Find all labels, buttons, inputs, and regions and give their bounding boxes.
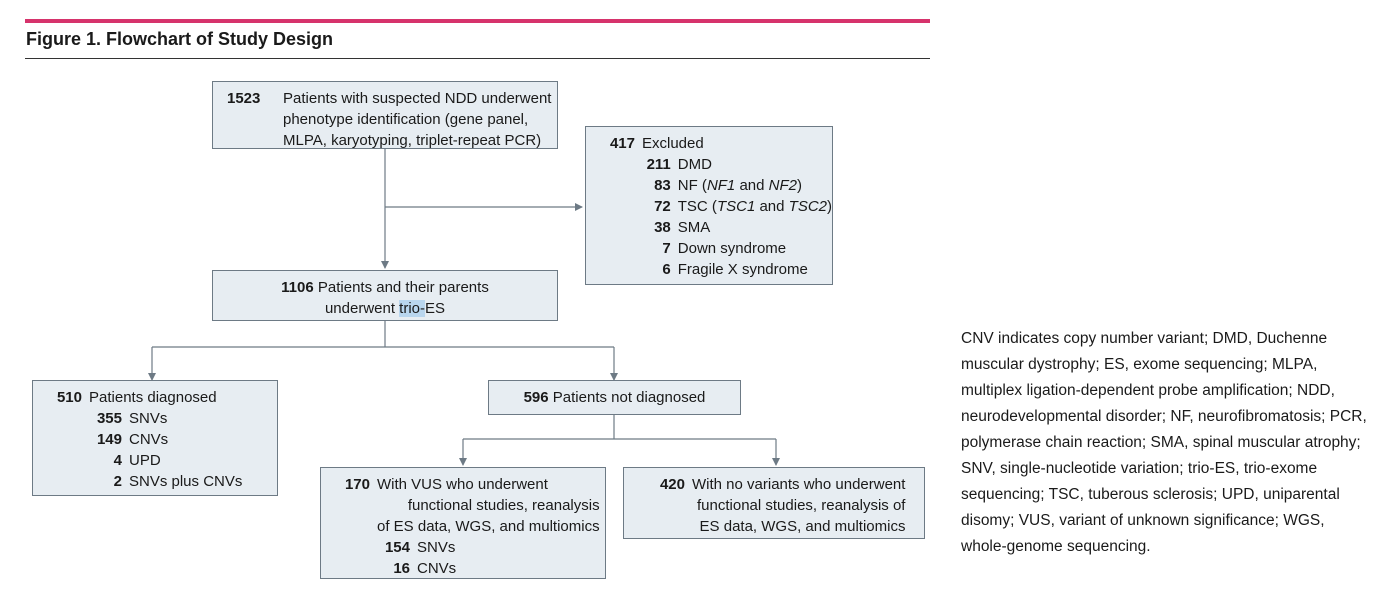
box-suspected-ndd: 1523 Patients with suspected NDD underwe… — [212, 81, 558, 149]
box-text-line: 596 Patients not diagnosed — [523, 389, 706, 406]
count: 596 — [523, 389, 549, 406]
box-patients-not-diagnosed: 596 Patients not diagnosed — [488, 380, 741, 415]
count: 417 — [609, 135, 635, 152]
title-rule — [25, 58, 930, 59]
box-text-line: phenotype identification (gene panel, — [283, 111, 529, 128]
box-with-vus: 170 With VUS who underwent functional st… — [320, 467, 606, 579]
diagnosed-item-snvs: SNVs — [129, 410, 168, 427]
box-excluded: 417 Excluded 211 83 72 38 7 6 DMD NF (NF… — [585, 126, 833, 285]
count: 420 — [659, 476, 685, 493]
diagnosed-item-cnvs: CNVs — [129, 431, 169, 448]
excluded-item-down-syndrome: Down syndrome — [677, 240, 787, 257]
excluded-item-sma: SMA — [677, 219, 711, 236]
box-text-line: 1106 Patients and their parents — [281, 279, 489, 296]
excluded-item-tsc: TSC (TSC1 and TSC2) — [677, 198, 832, 215]
box-text-line: functional studies, reanalysis — [407, 497, 600, 514]
excluded-item-fragile-x: Fragile X syndrome — [677, 261, 808, 278]
count: 510 — [56, 389, 82, 406]
count: 355 — [96, 410, 122, 427]
count: 170 — [344, 476, 370, 493]
count: 38 — [654, 219, 671, 236]
count: 1106 — [281, 279, 314, 296]
figure-title: Figure 1. Flowchart of Study Design — [26, 29, 334, 49]
count: 149 — [96, 431, 122, 448]
count: 72 — [654, 198, 671, 215]
box-text-line: ES data, WGS, and multiomics — [699, 518, 906, 535]
box-text-line: functional studies, reanalysis of — [697, 497, 906, 514]
box-trio-es: 1106 Patients and their parents underwen… — [212, 270, 558, 321]
figure-footnote: CNV indicates copy number variant; DMD, … — [961, 330, 1367, 555]
box-no-variants: 420 With no variants who underwent funct… — [623, 467, 925, 539]
diagnosed-item-upd: UPD — [129, 452, 161, 469]
vus-item-cnvs: CNVs — [417, 560, 457, 577]
count: 16 — [393, 560, 410, 577]
excluded-item-nf: NF (NF1 and NF2) — [677, 177, 802, 194]
box-text-line: Patients with suspected NDD underwent — [283, 90, 552, 107]
box-text-line: With no variants who underwent — [692, 476, 906, 493]
count: 4 — [113, 452, 122, 469]
box-text-line: MLPA, karyotyping, triplet-repeat PCR) — [283, 132, 542, 149]
box-text-line: With VUS who underwent — [377, 476, 548, 493]
accent-rule — [25, 19, 930, 23]
count: 2 — [113, 473, 122, 490]
count: 83 — [654, 177, 671, 194]
box-text-line: of ES data, WGS, and multiomics — [377, 518, 600, 535]
box-label: Patients diagnosed — [89, 389, 217, 406]
excluded-item-dmd: DMD — [677, 156, 712, 173]
count: 154 — [384, 539, 410, 556]
box-text-line: underwent trio-ES — [324, 300, 446, 317]
diagnosed-item-snvs-plus-cnvs: SNVs plus CNVs — [129, 473, 243, 490]
count: 6 — [662, 261, 671, 278]
box-label: Excluded — [642, 135, 704, 152]
box-patients-diagnosed: 510 Patients diagnosed 355 149 4 2 SNVs … — [32, 380, 278, 496]
count: 1523 — [227, 90, 261, 107]
count: 211 — [646, 156, 671, 173]
count: 7 — [662, 240, 671, 257]
vus-item-snvs: SNVs — [417, 539, 456, 556]
text-selection-highlight: trio- — [399, 300, 426, 317]
